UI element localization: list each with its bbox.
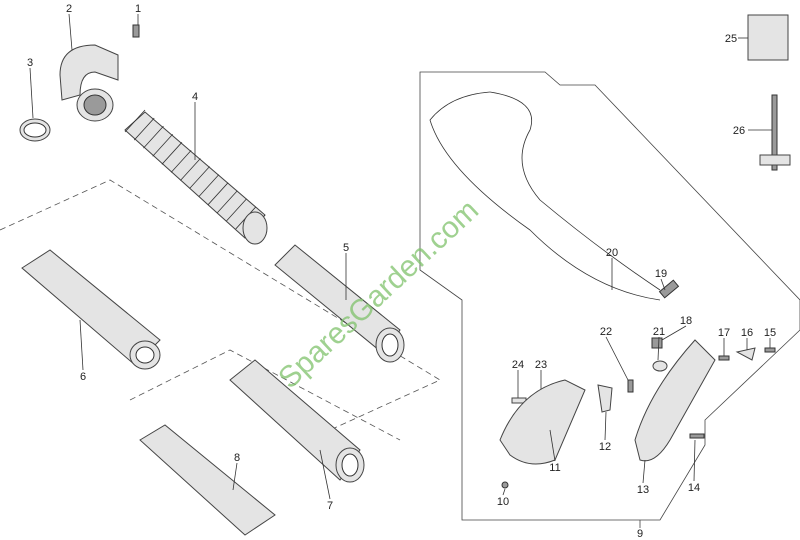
label-3: 3 xyxy=(27,57,33,69)
part-18 xyxy=(651,325,687,349)
label-25: 25 xyxy=(725,33,737,45)
label-6: 6 xyxy=(80,371,86,383)
part-2-elbow xyxy=(59,13,119,122)
part-3-clamp xyxy=(19,67,51,142)
part-13-handle-half xyxy=(634,339,716,484)
hose-rib xyxy=(143,125,164,149)
watermark: SparesGarden.com xyxy=(272,194,485,396)
part-7-tube xyxy=(229,359,365,500)
label-14: 14 xyxy=(688,482,700,494)
part-16-switch xyxy=(735,338,756,361)
label-11: 11 xyxy=(549,462,560,474)
hose-rib xyxy=(124,109,146,133)
label-16: 16 xyxy=(741,327,753,339)
label-5: 5 xyxy=(343,242,349,254)
label-24: 24 xyxy=(512,359,524,371)
part-14-screw xyxy=(689,433,705,482)
part-6-tube xyxy=(21,249,161,371)
hose-rib xyxy=(161,142,183,165)
label-19: 19 xyxy=(655,268,667,280)
part-20-throttle-cable xyxy=(429,91,661,301)
label-21: 21 xyxy=(653,326,665,338)
label-18: 18 xyxy=(680,315,692,327)
part-5-tube xyxy=(274,244,405,363)
label-20: 20 xyxy=(606,247,618,259)
label-2: 2 xyxy=(66,3,72,15)
label-22: 22 xyxy=(600,326,612,338)
part-10-nut xyxy=(501,481,509,496)
part-25-kit xyxy=(738,14,789,61)
hose-rib xyxy=(217,190,238,214)
group-frame-tubes-lower xyxy=(129,349,401,441)
part-22-screw xyxy=(605,336,634,393)
label-23: 23 xyxy=(535,359,547,371)
part-24-pin xyxy=(511,370,527,404)
label-4: 4 xyxy=(192,91,198,103)
label-9: 9 xyxy=(637,528,643,540)
hose-rib xyxy=(189,166,210,189)
part-12-trigger xyxy=(597,384,613,441)
hose-rib xyxy=(198,174,220,197)
label-26: 26 xyxy=(733,125,745,137)
hose-rib xyxy=(207,182,229,205)
label-10: 10 xyxy=(497,496,509,508)
group-frame-tubes-upper xyxy=(0,179,441,431)
hose-rib xyxy=(170,150,192,173)
label-17: 17 xyxy=(718,327,730,339)
label-7: 7 xyxy=(327,500,333,512)
part-4-flex-hose xyxy=(124,102,268,245)
part-21 xyxy=(652,336,668,372)
part-1-screw xyxy=(132,14,140,38)
group-frame-handle xyxy=(419,71,800,521)
part-11-handle-half xyxy=(499,379,586,465)
part-19-cable-end xyxy=(658,278,680,299)
hose-rib xyxy=(133,117,155,141)
part-15-screw xyxy=(764,338,776,353)
label-12: 12 xyxy=(599,441,611,453)
hose-rib xyxy=(180,158,201,181)
label-1: 1 xyxy=(135,3,141,15)
part-17-screw xyxy=(718,338,730,361)
label-13: 13 xyxy=(637,484,649,496)
hose-rib xyxy=(226,198,247,222)
part-26-tool xyxy=(748,94,791,171)
label-8: 8 xyxy=(234,452,240,464)
hose-rib xyxy=(152,133,173,157)
label-15: 15 xyxy=(764,327,776,339)
part-8-nozzle xyxy=(139,424,276,536)
